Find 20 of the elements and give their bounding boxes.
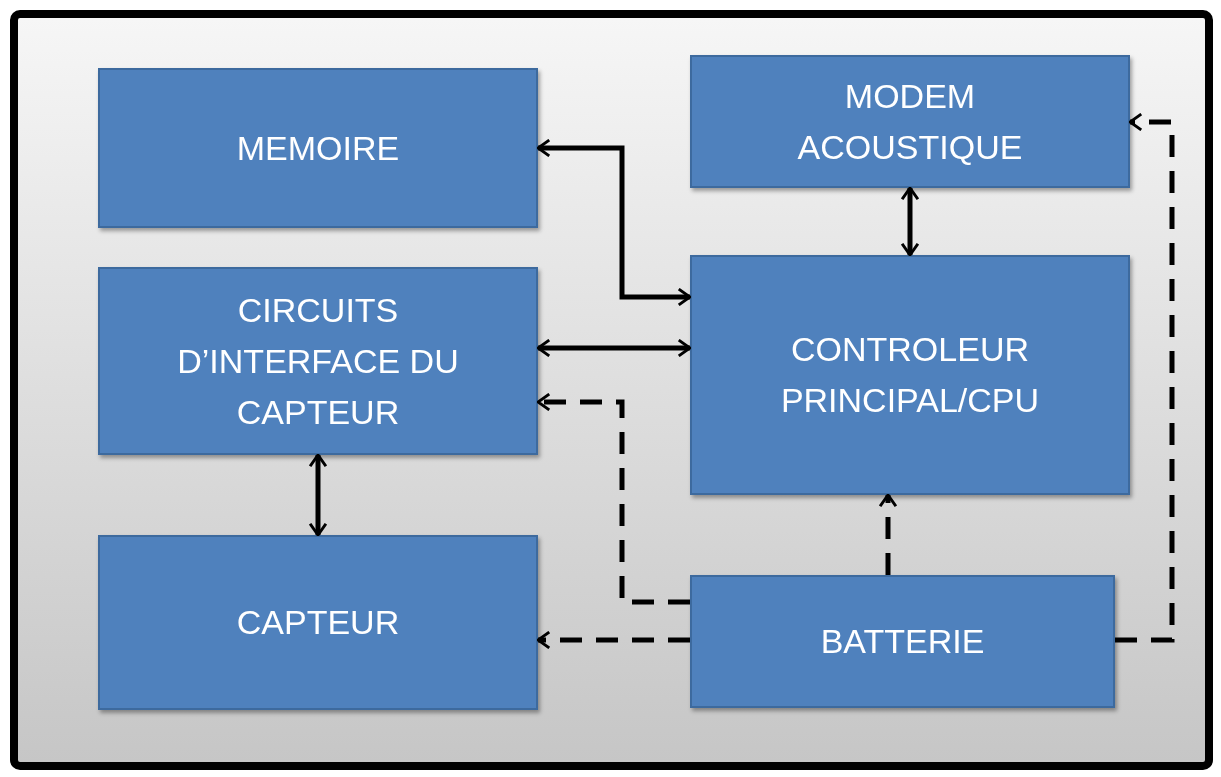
arrow xyxy=(878,493,898,575)
arrow xyxy=(1115,112,1175,643)
arrow xyxy=(536,392,690,605)
arrow xyxy=(308,453,328,537)
arrow xyxy=(536,338,692,358)
box-label: CAPTEUR xyxy=(235,602,401,643)
arrow xyxy=(900,186,920,257)
process-box xyxy=(98,68,538,228)
process-box xyxy=(690,575,1115,708)
process-box xyxy=(98,535,538,710)
box-label: CONTROLEUR PRINCIPAL/CPU xyxy=(779,329,1041,421)
arrow xyxy=(536,138,692,307)
box-label: CIRCUITS D’INTERFACE DU CAPTEUR xyxy=(176,289,460,433)
process-box xyxy=(690,255,1130,495)
arrow xyxy=(536,630,690,650)
box-label: BATTERIE xyxy=(819,621,986,662)
box-label: MEMOIRE xyxy=(235,127,401,169)
process-box xyxy=(690,55,1130,188)
process-box xyxy=(98,267,538,455)
box-label: MODEM ACOUSTIQUE xyxy=(796,75,1024,168)
